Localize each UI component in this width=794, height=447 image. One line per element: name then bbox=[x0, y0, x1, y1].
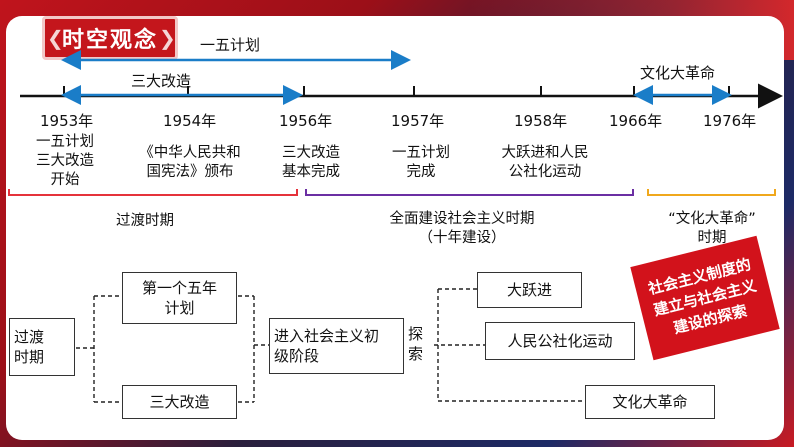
event-line: 三大改造 bbox=[268, 144, 354, 163]
great-leap-box: 大跃进 bbox=[477, 272, 582, 308]
cultural-revolution-box: 文化大革命 bbox=[585, 385, 715, 419]
box-line: 时期 bbox=[14, 347, 44, 367]
event-line: 一五计划 bbox=[22, 133, 108, 152]
year-label: 1956年 bbox=[279, 112, 332, 131]
plan-arrow-label: 一五计划 bbox=[200, 36, 260, 55]
event-line: 基本完成 bbox=[268, 163, 354, 182]
box-line: 计划 bbox=[164, 298, 194, 318]
explore-line: 探 bbox=[408, 324, 423, 344]
year-label: 1953年 bbox=[40, 112, 93, 131]
event-line: 完成 bbox=[378, 163, 464, 182]
period-line: （十年建设） bbox=[362, 229, 562, 248]
explore-line: 索 bbox=[408, 344, 423, 364]
event-line: 一五计划 bbox=[378, 144, 464, 163]
event-line: 大跃进和人民 bbox=[482, 144, 608, 163]
box-line: 进入社会主义初 bbox=[274, 326, 379, 346]
explore-label: 探 索 bbox=[408, 324, 423, 364]
event-1956: 三大改造 基本完成 bbox=[268, 144, 354, 182]
box-line: 第一个五年 bbox=[142, 278, 217, 298]
year-label: 1976年 bbox=[703, 112, 756, 131]
period-line: “文化大革命” bbox=[646, 210, 778, 229]
year-label: 1954年 bbox=[163, 112, 216, 131]
period-line: 全面建设社会主义时期 bbox=[362, 210, 562, 229]
event-line: 国宪法》颁布 bbox=[122, 163, 258, 182]
period-transition: 过渡时期 bbox=[116, 212, 174, 231]
year-label: 1966年 bbox=[609, 112, 662, 131]
event-line: 三大改造 bbox=[22, 152, 108, 171]
construction-bracket bbox=[306, 189, 633, 195]
event-line: 公社化运动 bbox=[482, 163, 608, 182]
cultural-bracket bbox=[648, 189, 775, 195]
transform-arrow-label: 三大改造 bbox=[131, 72, 191, 91]
three-transform-box: 三大改造 bbox=[122, 385, 237, 419]
event-line: 《中华人民共和 bbox=[122, 144, 258, 163]
year-label: 1958年 bbox=[514, 112, 567, 131]
first-plan-box: 第一个五年 计划 bbox=[122, 272, 237, 324]
event-1954: 《中华人民共和 国宪法》颁布 bbox=[122, 144, 258, 182]
event-1953: 一五计划 三大改造 开始 bbox=[22, 133, 108, 190]
box-line: 级阶段 bbox=[274, 346, 319, 366]
period-construction: 全面建设社会主义时期 （十年建设） bbox=[362, 210, 562, 248]
event-1958: 大跃进和人民 公社化运动 bbox=[482, 144, 608, 182]
event-1957: 一五计划 完成 bbox=[378, 144, 464, 182]
commune-box: 人民公社化运动 bbox=[485, 322, 635, 360]
event-line: 开始 bbox=[22, 171, 108, 190]
enter-stage-box: 进入社会主义初 级阶段 bbox=[269, 318, 404, 374]
box-line: 过渡 bbox=[14, 327, 44, 347]
transition-box: 过渡 时期 bbox=[9, 318, 75, 376]
cultural-arrow-label: 文化大革命 bbox=[640, 64, 715, 83]
year-label: 1957年 bbox=[391, 112, 444, 131]
